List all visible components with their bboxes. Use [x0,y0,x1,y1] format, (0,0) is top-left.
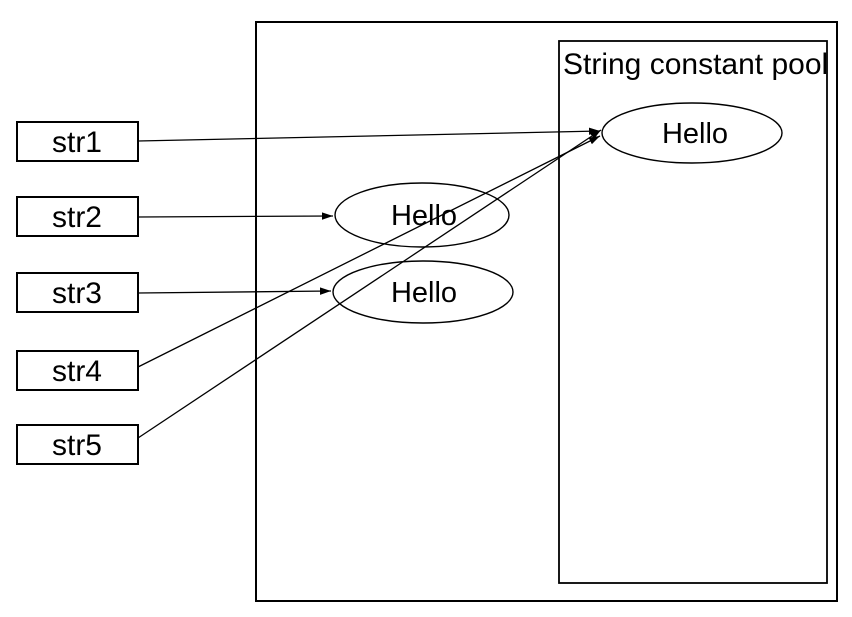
variable-label-str2: str2 [52,201,102,234]
string-constant-pool-title: String constant pool [563,48,828,81]
heap-box [255,21,838,602]
variable-box-str1 [16,121,139,162]
reference-arrow-str2-to-heap-hello-1 [137,212,334,220]
variable-label-str3: str3 [52,277,102,310]
reference-arrow-str3-to-heap-hello-2 [137,287,332,295]
heap-hello-ellipse-2 [332,260,514,324]
variable-box-str5 [16,424,139,465]
variable-label-str5: str5 [52,429,102,462]
variable-label-str4: str4 [52,355,102,388]
pool-hello-ellipse [601,102,783,164]
reference-arrow-str4-to-pool-hello [137,135,601,368]
heap-hello-label-1: Hello [391,200,457,232]
variable-label-str1: str1 [52,126,102,159]
reference-arrow-str1-to-pool-hello [137,127,601,142]
heap-hello-label-2: Hello [391,277,457,309]
string-constant-pool-box [558,40,828,584]
heap-hello-ellipse-1 [334,182,510,248]
variable-box-str4 [16,350,139,391]
pool-hello-label: Hello [662,118,728,150]
reference-arrow-str5-to-pool-hello [137,129,602,439]
